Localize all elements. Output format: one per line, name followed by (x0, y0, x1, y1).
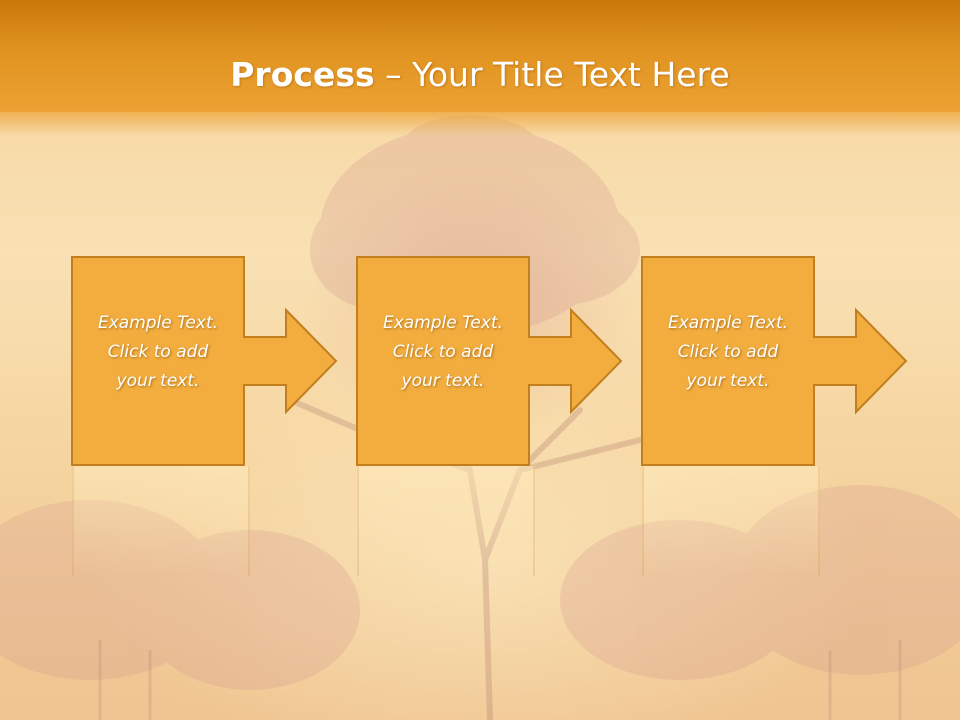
step-3-block[interactable]: Example Text. Click to add your text. (641, 256, 908, 466)
step-1-line-1: Example Text. (97, 313, 219, 333)
step-3-arrow-shape (641, 256, 908, 466)
step-1-arrow-shape (71, 256, 338, 466)
title-bold-part: Process (230, 55, 375, 94)
step-1-text[interactable]: Example Text. Click to add your text. (72, 309, 244, 396)
step-3-text[interactable]: Example Text. Click to add your text. (642, 309, 814, 396)
title-rest-part: – Your Title Text Here (374, 55, 730, 94)
title-bar (0, 0, 960, 112)
step-1-block[interactable]: Example Text. Click to add your text. (71, 256, 338, 466)
step-1-reflection (72, 466, 250, 576)
step-2-arrow-shape (356, 256, 623, 466)
step-2-block[interactable]: Example Text. Click to add your text. (356, 256, 623, 466)
step-2-line-1: Example Text. (382, 313, 504, 333)
step-3-line-2: Click to add (677, 342, 779, 362)
step-3-line-3: your text. (686, 371, 770, 391)
step-2-line-2: Click to add (392, 342, 494, 362)
step-1-line-3: your text. (116, 371, 200, 391)
step-2-text[interactable]: Example Text. Click to add your text. (357, 309, 529, 396)
step-3-line-1: Example Text. (667, 313, 789, 333)
step-2-line-3: your text. (401, 371, 485, 391)
step-2-reflection (357, 466, 535, 576)
step-1-line-2: Click to add (107, 342, 209, 362)
slide-title[interactable]: Process – Your Title Text Here (0, 52, 960, 98)
step-3-reflection (642, 466, 820, 576)
title-bar-fade (0, 108, 960, 136)
